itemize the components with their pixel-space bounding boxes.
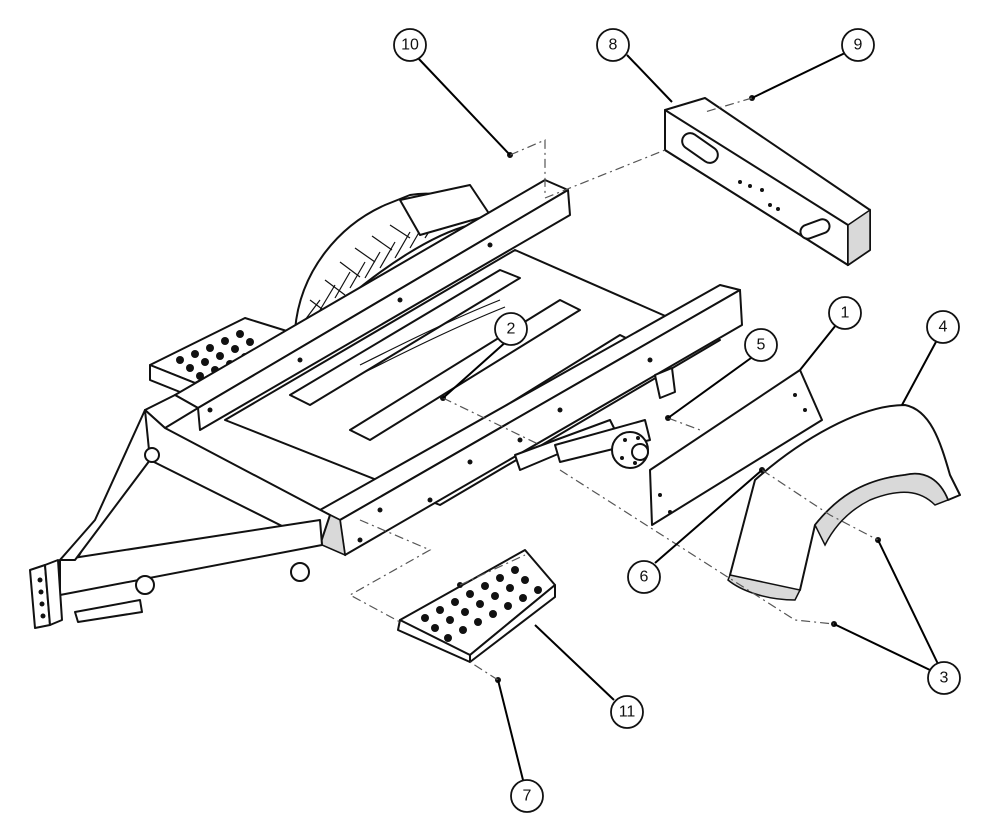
trailer-frame [29, 179, 743, 629]
svg-text:8: 8 [609, 37, 618, 54]
svg-text:9: 9 [854, 37, 863, 54]
svg-text:5: 5 [757, 337, 766, 354]
fender-support-plate [649, 369, 823, 526]
leader-lines [417, 52, 939, 781]
callout-9: 9 [841, 28, 875, 62]
svg-text:3: 3 [940, 670, 949, 687]
callout-8: 8 [596, 28, 630, 62]
fender [727, 404, 961, 601]
callout-7: 7 [510, 779, 544, 813]
svg-text:10: 10 [401, 37, 419, 54]
callout-4: 4 [926, 310, 960, 344]
callout-2: 2 [494, 312, 528, 346]
callout-11: 11 [610, 695, 644, 729]
svg-text:4: 4 [939, 319, 948, 336]
callout-3: 3 [927, 661, 961, 695]
svg-text:6: 6 [640, 569, 649, 586]
callout-10: 10 [393, 28, 427, 62]
callout-6: 6 [627, 560, 661, 594]
assembly-lines [348, 97, 879, 681]
callout-1: 1 [828, 296, 862, 330]
svg-text:7: 7 [523, 788, 532, 805]
svg-text:2: 2 [507, 321, 516, 338]
rear-bumper-panel [664, 97, 871, 267]
front-step-plate [397, 549, 556, 663]
svg-text:11: 11 [619, 704, 636, 721]
callout-5: 5 [744, 328, 778, 362]
svg-text:1: 1 [841, 305, 850, 322]
